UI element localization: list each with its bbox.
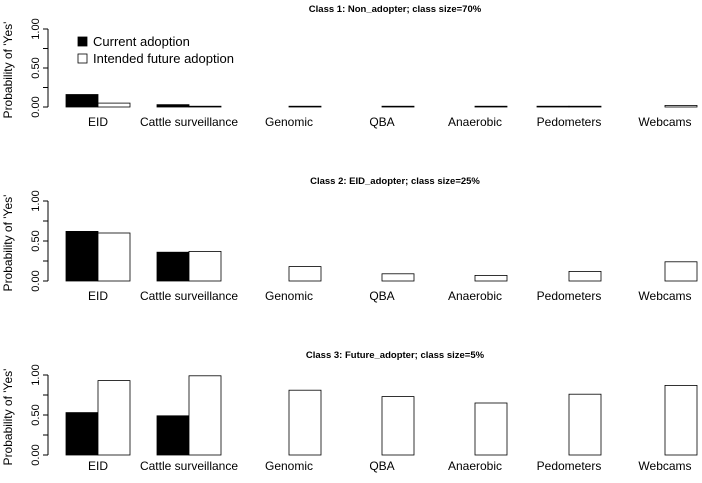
legend-swatch-intended [77,53,88,64]
category-label: Webcams [638,459,691,473]
category-label: Anaerobic [448,289,502,303]
y-axis-label: Probability of 'Yes' [1,195,15,292]
bar-intended-future-adoption [381,273,415,282]
bar-intended-future-adoption [568,105,602,108]
category-label: EID [88,115,108,129]
y-tick-label: 0.00 [30,96,42,117]
bar-intended-future-adoption [288,389,322,456]
category-label: Pedometers [537,459,602,473]
category-label: Genomic [265,115,313,129]
category-label: Cattle surveillance [140,289,238,303]
bar-current-adoption [156,104,190,108]
bar-intended-future-adoption [664,384,698,456]
legend-label: Intended future adoption [93,51,234,66]
category-label: Anaerobic [448,115,502,129]
category-label: Cattle surveillance [140,115,238,129]
category-label: Pedometers [537,289,602,303]
legend-label: Current adoption [93,34,190,49]
chart-panel-1: Class 1: Non_adopter; class size=70% 0.00… [1,4,698,129]
legend-swatch-current [77,36,88,47]
y-tick-label: 1.00 [30,364,42,385]
category-label: QBA [369,459,394,473]
category-label: Genomic [265,459,313,473]
bar-intended-future-adoption [664,261,698,282]
chart-panel-3: Class 3: Future_adopter; class size=5% 0.… [1,350,698,473]
y-tick-label: 1.00 [30,190,42,211]
bar-intended-future-adoption [664,105,698,108]
bar-intended-future-adoption [288,105,322,108]
category-label: EID [88,459,108,473]
bar-intended-future-adoption [97,102,131,108]
bar-intended-future-adoption [381,105,415,108]
bar-intended-future-adoption [188,105,222,108]
bar-intended-future-adoption [188,375,222,456]
bar-intended-future-adoption [474,402,508,456]
bar-current-adoption [65,412,99,456]
bar-current-adoption [536,105,570,108]
bar-current-adoption [156,251,190,282]
bar-intended-future-adoption [568,270,602,282]
chart-panel-2: Class 2: EID_adopter; class size=25% 0.00… [1,176,698,303]
category-label: Webcams [638,115,691,129]
chart-title: Class 2: EID_adopter; class size=25% [310,176,480,187]
chart-title: Class 3: Future_adopter; class size=5% [306,350,485,361]
y-axis-label: Probability of 'Yes' [1,22,15,119]
category-label: Cattle surveillance [140,459,238,473]
bar-current-adoption [156,415,190,456]
bar-intended-future-adoption [97,380,131,456]
y-tick-label: 0.50 [30,404,42,425]
bar-intended-future-adoption [188,250,222,282]
category-label: Pedometers [537,115,602,129]
category-label: Anaerobic [448,459,502,473]
y-tick-label: 0.00 [30,270,42,291]
category-label: QBA [369,115,394,129]
y-tick-label: 1.00 [30,18,42,39]
bar-intended-future-adoption [568,393,602,456]
bar-intended-future-adoption [97,232,131,282]
y-tick-label: 0.00 [30,444,42,465]
category-label: Genomic [265,289,313,303]
chart-title: Class 1: Non_adopter; class size=70% [309,4,482,15]
category-label: EID [88,289,108,303]
bar-intended-future-adoption [474,105,508,108]
bar-intended-future-adoption [381,396,415,456]
y-tick-label: 0.50 [30,230,42,251]
bar-current-adoption [65,230,99,282]
bar-intended-future-adoption [288,266,322,282]
category-label: Webcams [638,289,691,303]
bar-current-adoption [65,94,99,108]
category-label: QBA [369,289,394,303]
bar-intended-future-adoption [474,274,508,282]
y-tick-label: 0.50 [30,57,42,78]
y-axis-label: Probability of 'Yes' [1,369,15,466]
